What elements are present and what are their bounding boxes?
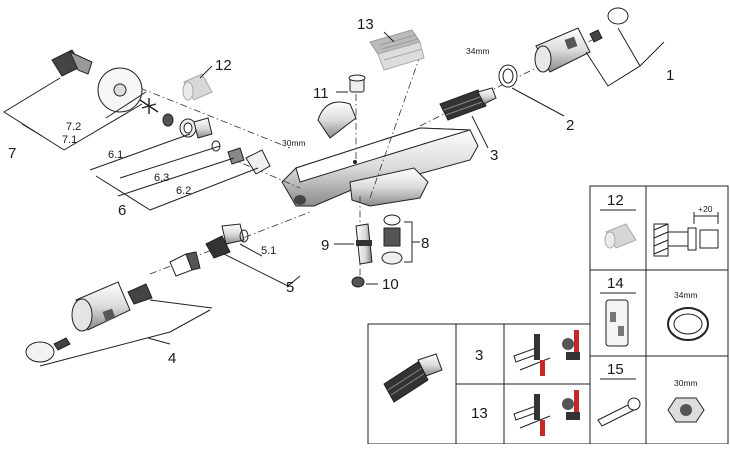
callout-1: 1 xyxy=(666,67,674,84)
callout-4: 4 xyxy=(168,350,176,367)
callout-13: 13 xyxy=(357,16,374,33)
mixer-body xyxy=(281,101,479,207)
cartridge-row-13-diagram xyxy=(513,390,580,436)
part-8-seals-group xyxy=(381,214,403,265)
dimension-34mm: 34mm xyxy=(466,46,490,56)
part-10-seal xyxy=(351,276,365,288)
legend-14-cartridge-sleeve-image xyxy=(605,299,629,347)
callout-3: 3 xyxy=(490,147,498,164)
callout-10: 10 xyxy=(382,276,399,293)
part-13-thermostatic-element xyxy=(369,29,425,71)
cartridge-table-image xyxy=(383,353,443,403)
cartridge-row-3-label: 3 xyxy=(475,347,483,364)
callout-8: 8 xyxy=(421,235,429,252)
callout-12: 12 xyxy=(215,57,232,74)
callout-2: 2 xyxy=(566,117,574,134)
legend-14-ring-image xyxy=(667,307,709,341)
legend-grid: 12 +20 14 34mm xyxy=(589,185,729,445)
part-7-flange-group xyxy=(51,49,271,175)
subcallout-6-3: 6.3 xyxy=(154,172,169,184)
part-12-extension xyxy=(182,73,213,101)
subcallout-7-2: 7.2 xyxy=(66,121,81,133)
legend-row-12-label: 12 xyxy=(607,192,624,209)
callout-5: 5 xyxy=(286,279,294,296)
callout-11: 11 xyxy=(313,85,329,102)
legend-15-wrench-image xyxy=(597,397,641,427)
callout-numbers: 13 12 11 1 2 3 7 6 8 9 10 5 4 7.2 7.1 6.… xyxy=(8,16,674,367)
legend-15-nut-image xyxy=(667,397,705,423)
part-3-thermostatic-cartridge xyxy=(439,87,497,121)
legend-14-34mm: 34mm xyxy=(674,290,698,300)
part-5-connector-group xyxy=(169,223,249,277)
legend-12-plus-20: +20 xyxy=(698,204,713,214)
dimension-30mm: 30mm xyxy=(282,138,306,148)
callout-9: 9 xyxy=(321,237,329,254)
subcallout-6-2: 6.2 xyxy=(176,185,191,197)
cartridge-table: 3 13 xyxy=(367,323,591,445)
legend-12-install-drawing: +20 xyxy=(653,204,719,257)
callout-6: 6 xyxy=(118,202,126,219)
legend-row-14-label: 14 xyxy=(607,275,624,292)
part-9-check-valve xyxy=(355,223,373,265)
subcallout-6-1: 6.1 xyxy=(108,149,123,161)
legend-12-extension-image xyxy=(604,223,637,249)
part-2-ring xyxy=(498,64,518,88)
callout-7: 7 xyxy=(8,145,16,162)
legend-row-15-label: 15 xyxy=(607,361,624,378)
subcallout-7-1: 7.1 xyxy=(62,134,77,146)
part-4-handle-group xyxy=(25,281,153,363)
cartridge-row-3-diagram xyxy=(513,330,580,376)
part-1-temperature-handle xyxy=(534,7,629,73)
legend-15-30mm: 30mm xyxy=(674,378,698,388)
cartridge-row-13-label: 13 xyxy=(471,405,488,422)
part-11-cap xyxy=(348,74,366,93)
subcallout-5-1: 5.1 xyxy=(261,245,276,257)
leader-lines xyxy=(3,27,665,367)
